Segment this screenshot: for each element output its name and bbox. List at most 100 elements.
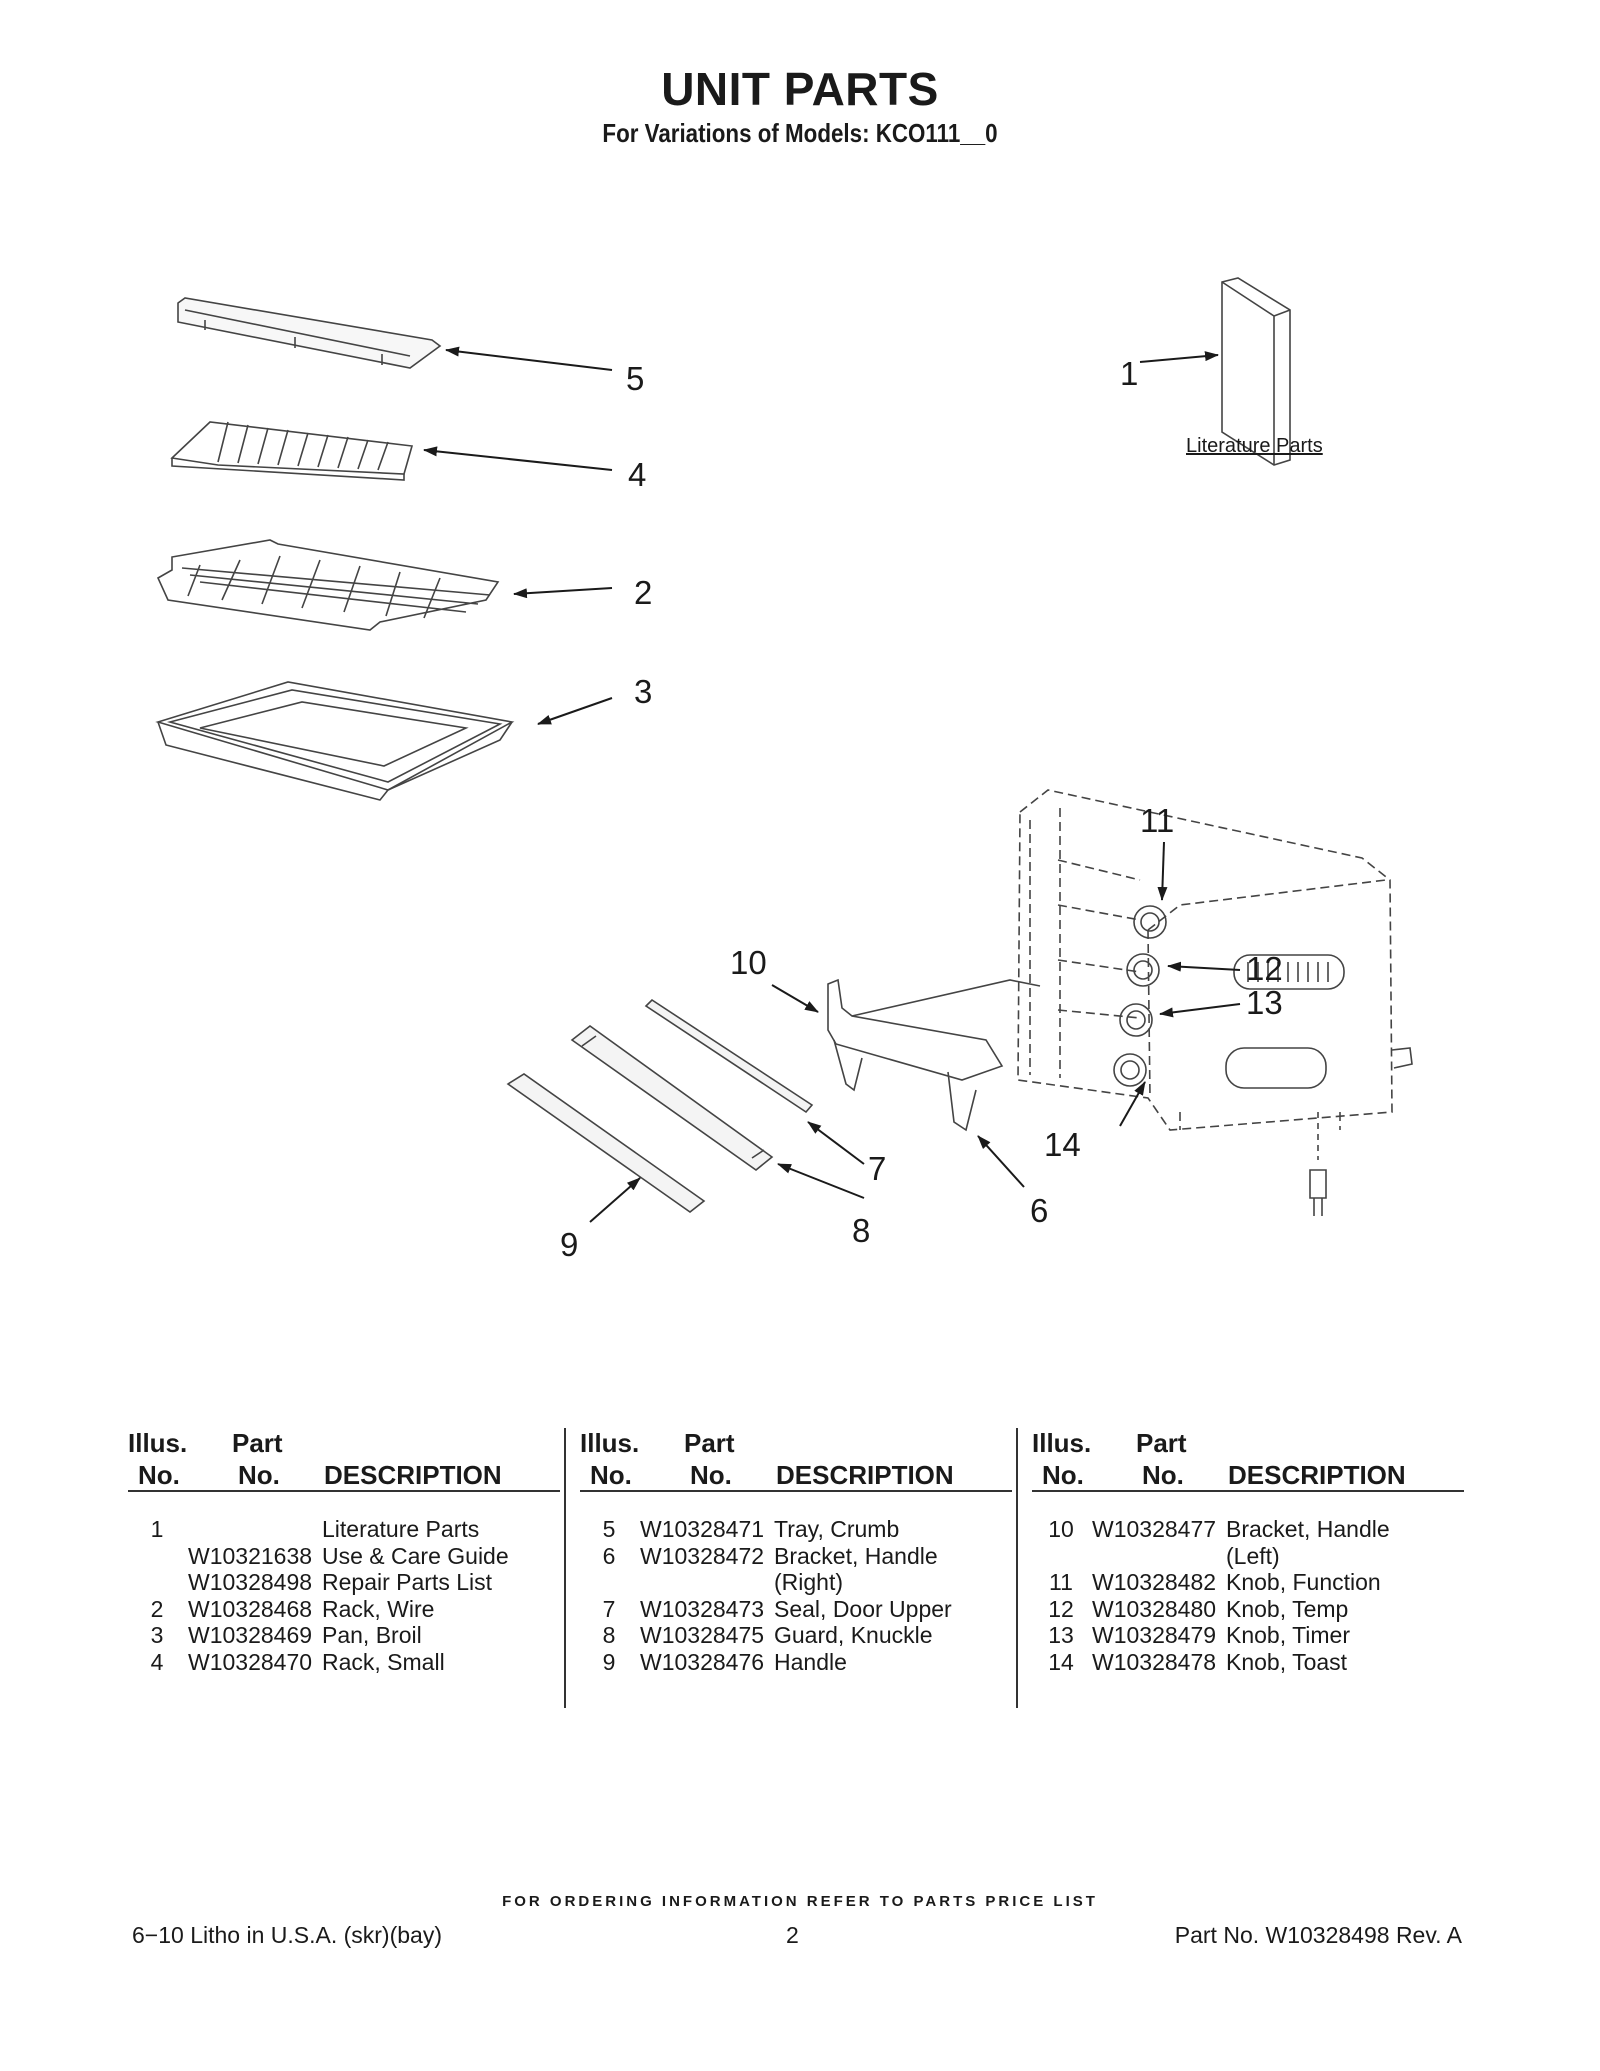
description: Pan, Broil — [322, 1622, 422, 1648]
description: Repair Parts List — [322, 1569, 493, 1595]
page-subtitle: For Variations of Models: KCO111__0 — [602, 118, 998, 148]
description: Knob, Toast — [1226, 1648, 1348, 1675]
broil-pan-drawing — [155, 681, 515, 801]
footer-part-number: Part No. W10328498 Rev. A — [1174, 1922, 1462, 1948]
description: Knob, Timer — [1226, 1622, 1350, 1648]
part-no: W10328498 — [188, 1569, 313, 1595]
table-row: 11 W10328482 Knob, Function — [1032, 1569, 1464, 1596]
part-no: W10328473 — [640, 1595, 765, 1622]
description: (Left) — [1226, 1542, 1280, 1569]
knuckle-guard-drawing — [570, 1025, 774, 1172]
callout-2: 2 — [634, 574, 652, 611]
illus-no: 5 — [602, 1516, 616, 1542]
part-no: W10328480 — [1092, 1595, 1217, 1622]
callout-6: 6 — [1030, 1192, 1048, 1229]
illus-no: 14 — [1048, 1648, 1074, 1675]
literature-booklet-drawing — [1221, 277, 1291, 466]
header-part: Part — [232, 1428, 283, 1458]
table-row: 4 W10328470 Rack, Small — [128, 1649, 560, 1676]
ordering-note: FOR ORDERING INFORMATION REFER TO PARTS … — [502, 1893, 1098, 1910]
wire-rack-drawing — [156, 539, 500, 631]
illus-no: 1 — [150, 1516, 164, 1542]
description: Rack, Small — [322, 1648, 445, 1675]
illus-no: 4 — [150, 1648, 164, 1675]
table-row: 12 W10328480 Knob, Temp — [1032, 1596, 1464, 1623]
door-seal-drawing — [644, 998, 814, 1114]
column-divider — [564, 1428, 566, 1708]
part-no: W10328482 — [1092, 1569, 1217, 1595]
illus-no: 12 — [1048, 1595, 1074, 1622]
header-part: Part — [684, 1428, 735, 1458]
callout-4: 4 — [628, 456, 646, 493]
part-no: W10328475 — [640, 1622, 765, 1648]
illus-no: 7 — [602, 1595, 616, 1622]
table-row: 13 W10328479 Knob, Timer — [1032, 1622, 1464, 1649]
part-no: W10328468 — [188, 1595, 313, 1622]
illus-no: 3 — [150, 1622, 164, 1648]
description: Handle — [774, 1648, 847, 1675]
illus-no: 6 — [602, 1542, 616, 1569]
illus-no: 10 — [1048, 1516, 1074, 1542]
header-part-no: No. — [1142, 1460, 1184, 1490]
header-illus: Illus. — [580, 1428, 640, 1458]
table-row: W10328498 Repair Parts List — [128, 1569, 560, 1596]
header-illus: Illus. — [128, 1428, 188, 1458]
callout-7: 7 — [868, 1150, 886, 1187]
table-row: 9 W10328476 Handle — [580, 1649, 1012, 1676]
description: (Right) — [774, 1569, 844, 1595]
callout-9: 9 — [560, 1226, 578, 1263]
header-description: DESCRIPTION — [776, 1460, 954, 1490]
handle-drawing — [506, 1073, 706, 1213]
callout-1: 1 — [1120, 355, 1138, 392]
page-number: 2 — [786, 1922, 799, 1948]
part-no: W10328470 — [188, 1648, 313, 1675]
part-no: W10328469 — [188, 1622, 313, 1648]
part-no: W10328471 — [640, 1516, 765, 1542]
description: Knob, Temp — [1226, 1595, 1349, 1622]
illus-no: 11 — [1049, 1569, 1073, 1595]
description: Knob, Function — [1226, 1569, 1381, 1595]
description: Bracket, Handle — [774, 1542, 938, 1569]
description: Use & Care Guide — [322, 1542, 509, 1569]
table-row: 2 W10328468 Rack, Wire — [128, 1596, 560, 1623]
footer-litho: 6−10 Litho in U.S.A. (skr)(bay) — [132, 1922, 442, 1948]
illus-no: 13 — [1048, 1622, 1074, 1648]
header-illus-no: No. — [1042, 1460, 1084, 1490]
illus-no: 9 — [602, 1648, 616, 1675]
header-illus-no: No. — [138, 1460, 180, 1490]
callout-14: 14 — [1044, 1126, 1081, 1163]
column-header: Illus. No. Part No. DESCRIPTION — [1032, 1428, 1464, 1492]
header-description: DESCRIPTION — [1228, 1460, 1406, 1490]
callout-12: 12 — [1246, 950, 1283, 987]
callout-10: 10 — [730, 944, 767, 981]
illus-no: 2 — [150, 1595, 164, 1622]
part-no: W10328479 — [1092, 1622, 1217, 1648]
callout-13: 13 — [1246, 984, 1283, 1021]
column-header: Illus. No. Part No. DESCRIPTION — [580, 1428, 1012, 1492]
callout-11: 11 — [1140, 802, 1174, 839]
description: Rack, Wire — [322, 1595, 435, 1622]
table-row: (Right) — [580, 1569, 1012, 1596]
small-rack-drawing — [170, 421, 414, 481]
callout-8: 8 — [852, 1212, 870, 1249]
table-row: 3 W10328469 Pan, Broil — [128, 1622, 560, 1649]
header-part-no: No. — [690, 1460, 732, 1490]
part-no: W10328477 — [1092, 1516, 1217, 1542]
callout-3: 3 — [634, 673, 652, 710]
leader-arrows — [423, 346, 1241, 1223]
header-part: Part — [1136, 1428, 1187, 1458]
header-illus: Illus. — [1032, 1428, 1092, 1458]
part-no: W10328476 — [640, 1648, 765, 1675]
column-divider — [1016, 1428, 1018, 1708]
description: Guard, Knuckle — [774, 1622, 933, 1648]
literature-parts-label: Literature Parts — [1186, 435, 1323, 457]
